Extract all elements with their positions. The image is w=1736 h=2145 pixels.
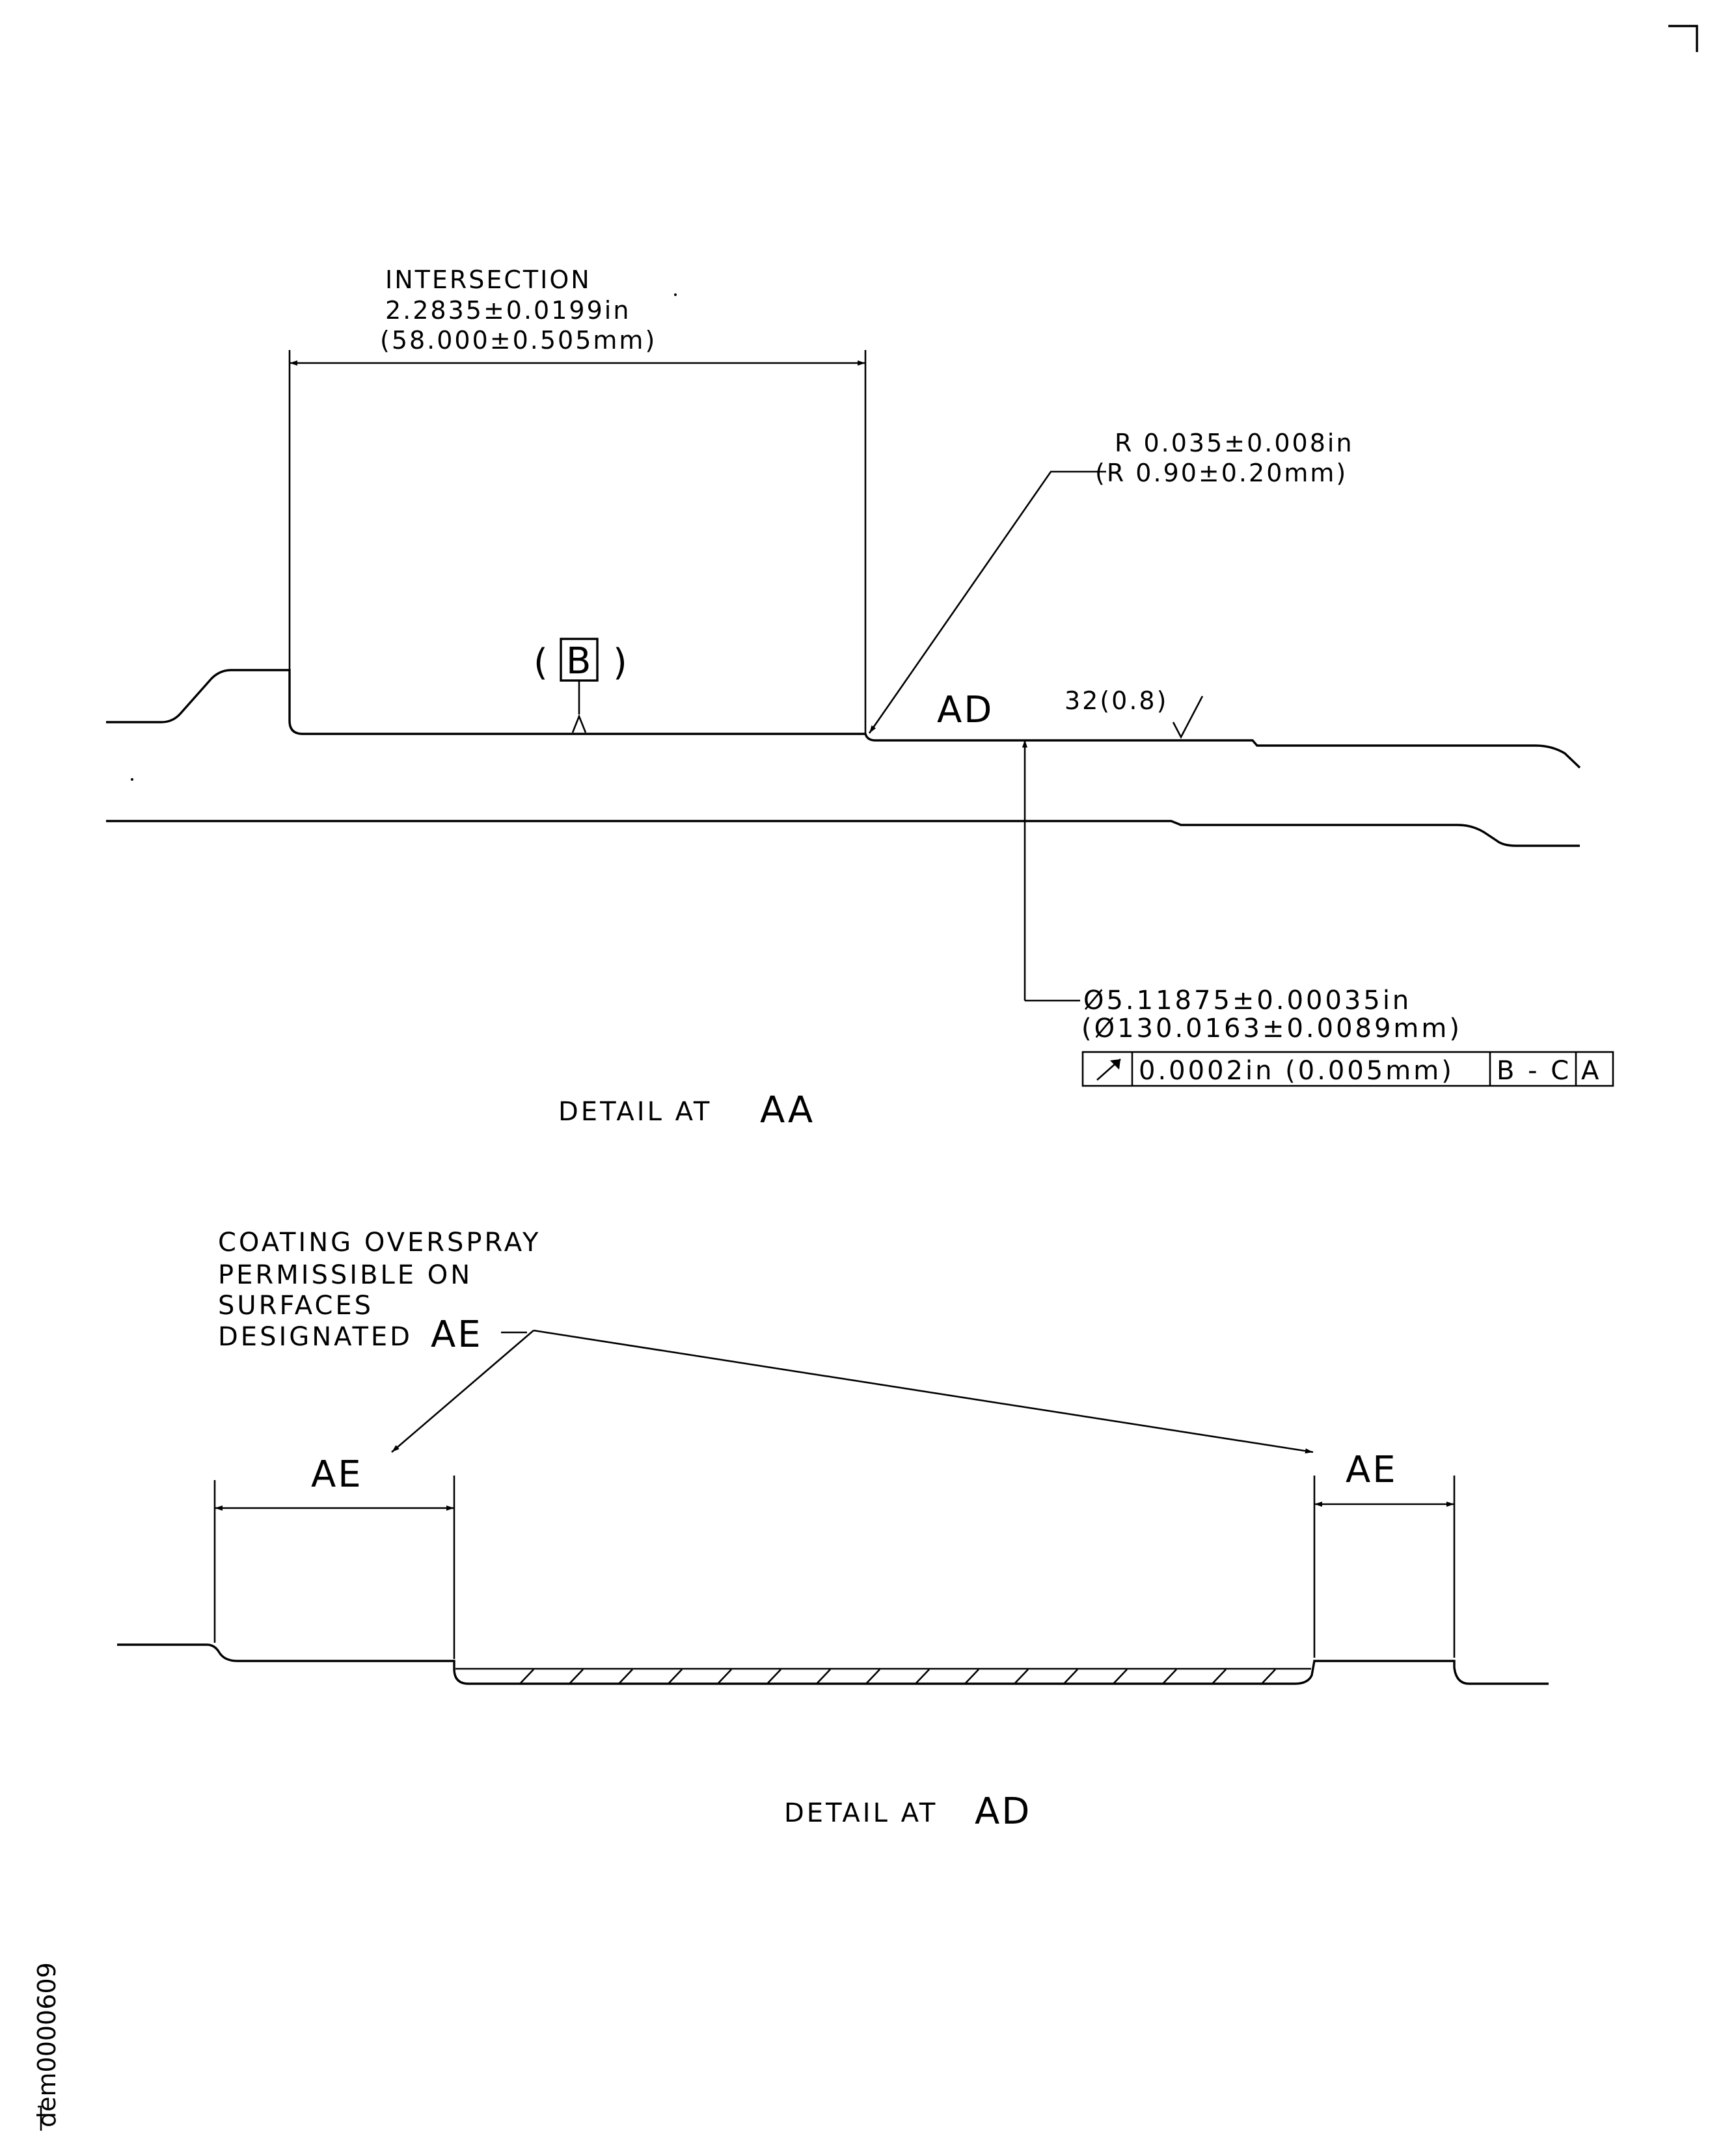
intersection-in: 2.2835±0.0199in bbox=[385, 296, 631, 325]
datum-b-letter: B bbox=[566, 640, 593, 682]
detail-aa-title-letters: AA bbox=[760, 1089, 815, 1131]
drawing-id: dem0000609 bbox=[33, 1962, 61, 2131]
intersection-mm: (58.000±0.505mm) bbox=[380, 326, 657, 355]
datum-b-symbol: ( B ) bbox=[534, 638, 629, 733]
datum-b-paren-close: ) bbox=[613, 641, 629, 684]
intersection-speck bbox=[674, 293, 677, 296]
fcf-outline bbox=[1081, 1051, 1614, 1087]
fcf-datum-2: A bbox=[1581, 1056, 1601, 1086]
radius-mm: (R 0.90±0.20mm) bbox=[1095, 459, 1348, 487]
coating-note-leader-left bbox=[391, 1330, 534, 1453]
detail-aa-upper-profile bbox=[106, 669, 1581, 769]
fcf-tolerance: 0.0002in (0.005mm) bbox=[1139, 1056, 1454, 1086]
roughness-value: 32(0.8) bbox=[1065, 686, 1168, 715]
datum-b-triangle bbox=[571, 714, 587, 733]
intersection-label: INTERSECTION bbox=[385, 265, 591, 294]
coating-note-line-2: PERMISSIBLE ON bbox=[218, 1260, 472, 1290]
drawing-id-text: dem0000609 bbox=[33, 1962, 61, 2127]
diameter-in: Ø5.11875±0.00035in bbox=[1083, 986, 1411, 1016]
coating-note-line-3: SURFACES bbox=[218, 1291, 373, 1321]
surface-ad-label: AD bbox=[937, 689, 994, 731]
detail-aa: INTERSECTION 2.2835±0.0199in (58.000±0.5… bbox=[106, 265, 1614, 1131]
datum-b-paren-open: ( bbox=[534, 641, 550, 684]
ae-left-label: AE bbox=[311, 1453, 363, 1496]
ae-right-label: AE bbox=[1346, 1449, 1398, 1491]
detail-ad: COATING OVERSPRAY PERMISSIBLE ON SURFACE… bbox=[117, 1228, 1549, 1833]
coating-note-line-4: DESIGNATED bbox=[218, 1322, 413, 1352]
fcf-datum-1: B - C bbox=[1497, 1056, 1571, 1086]
circular-runout-icon bbox=[1096, 1059, 1121, 1081]
roughness-check-icon bbox=[1172, 695, 1204, 739]
detail-aa-lower-profile bbox=[106, 820, 1580, 847]
coating-note-letters: AE bbox=[431, 1314, 483, 1356]
feature-control-frame: 0.0002in (0.005mm) B - C A bbox=[1081, 1051, 1614, 1087]
corner-crop-mark bbox=[1668, 25, 1698, 52]
coating-hatch bbox=[455, 1667, 1311, 1684]
coating-note-leader-right bbox=[533, 1329, 1314, 1454]
radius-leader bbox=[868, 470, 1106, 734]
coating-note-line-1: COATING OVERSPRAY bbox=[218, 1228, 541, 1258]
detail-aa-title-prefix: DETAIL AT bbox=[558, 1097, 712, 1127]
detail-ad-title-letters: AD bbox=[975, 1790, 1031, 1833]
detail-ad-title-prefix: DETAIL AT bbox=[784, 1798, 938, 1828]
detail-aa-speck bbox=[131, 778, 133, 781]
diameter-mm: (Ø130.0163±0.0089mm) bbox=[1081, 1014, 1462, 1044]
detail-ad-profile bbox=[117, 1643, 1549, 1685]
radius-in: R 0.035±0.008in bbox=[1115, 429, 1354, 457]
